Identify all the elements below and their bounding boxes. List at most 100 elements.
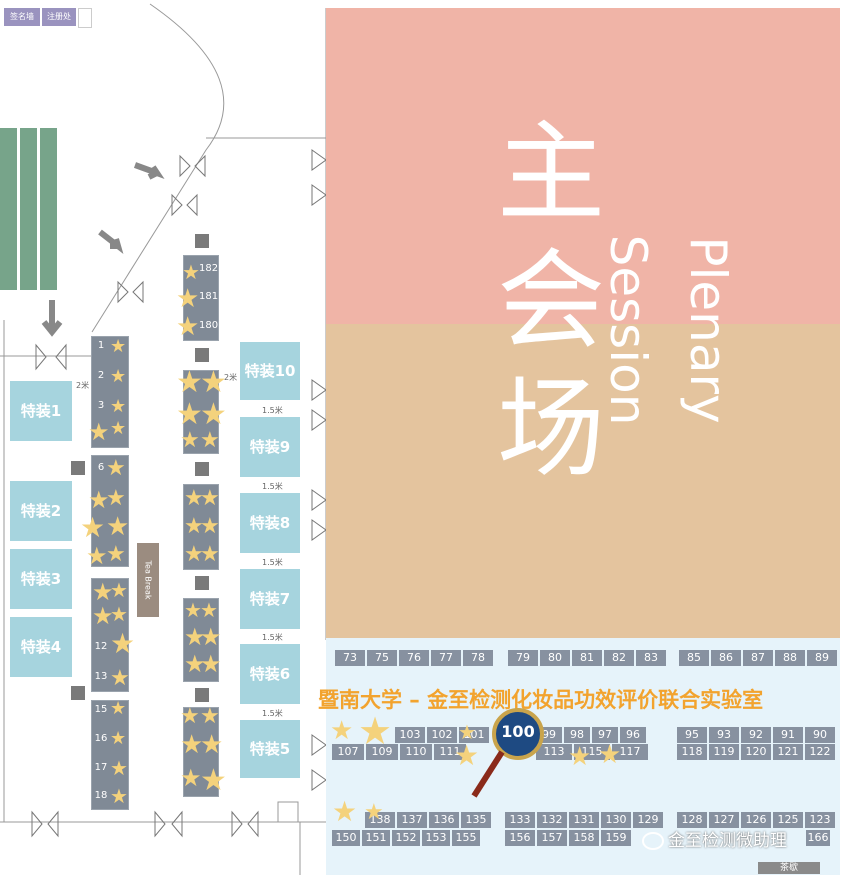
booth-153[interactable]: 153 [422, 830, 450, 846]
booth-93[interactable]: 93 [709, 727, 739, 743]
special-booth-3[interactable]: 特装3 [10, 549, 72, 609]
booth-92[interactable]: 92 [741, 727, 771, 743]
booth-number[interactable]: 17 [94, 762, 108, 773]
booth-number[interactable]: 16 [94, 733, 108, 744]
special-booth-10[interactable]: 特装10 [240, 342, 300, 400]
booth-125[interactable]: 125 [773, 812, 803, 828]
booth-135[interactable]: 135 [461, 812, 491, 828]
star-marker: ★ [200, 428, 220, 453]
booth-76[interactable]: 76 [399, 650, 429, 666]
booth-121[interactable]: 121 [773, 744, 803, 760]
booth-number[interactable]: 182 [199, 263, 219, 274]
special-booth-1[interactable]: 特装1 [10, 381, 72, 441]
special-booth-9[interactable]: 特装9 [240, 417, 300, 477]
star-marker: ★ [200, 598, 218, 622]
booth-85[interactable]: 85 [679, 650, 709, 666]
booth-130[interactable]: 130 [601, 812, 631, 828]
booth-86[interactable]: 86 [711, 650, 741, 666]
booth-91[interactable]: 91 [773, 727, 803, 743]
booth-78[interactable]: 78 [463, 650, 493, 666]
booth-101[interactable]: 101 [459, 727, 489, 743]
booth-157[interactable]: 157 [537, 830, 567, 846]
booth-152[interactable]: 152 [392, 830, 420, 846]
booth-133[interactable]: 133 [505, 812, 535, 828]
booth-138[interactable]: 138 [365, 812, 395, 828]
booth-number[interactable]: 12 [94, 641, 108, 652]
booth-90[interactable]: 90 [805, 727, 835, 743]
booth-107[interactable]: 107 [332, 744, 364, 760]
booth-128[interactable]: 128 [677, 812, 707, 828]
booth-102[interactable]: 102 [427, 727, 457, 743]
booth-137[interactable]: 137 [397, 812, 427, 828]
booth-155[interactable]: 155 [452, 830, 480, 846]
booth-113[interactable]: 113 [536, 744, 572, 760]
pillar [71, 686, 85, 700]
star-marker: ★ [110, 784, 128, 808]
booth-number[interactable]: 180 [199, 320, 219, 331]
center-booth-column-b [183, 370, 219, 454]
booth-159[interactable]: 159 [601, 830, 631, 846]
booth-73[interactable]: 73 [335, 650, 365, 666]
pillar [195, 576, 209, 590]
booth-150[interactable]: 150 [332, 830, 360, 846]
booth-127[interactable]: 127 [709, 812, 739, 828]
booth-number[interactable]: 15 [94, 704, 108, 715]
booth-89[interactable]: 89 [807, 650, 837, 666]
booth-126[interactable]: 126 [741, 812, 771, 828]
star-marker: ★ [110, 627, 136, 660]
booth-117[interactable]: 117 [612, 744, 648, 760]
booth-132[interactable]: 132 [537, 812, 567, 828]
booth-81[interactable]: 81 [572, 650, 602, 666]
special-booth-2[interactable]: 特装2 [10, 481, 72, 541]
star-marker: ★ [106, 456, 126, 481]
booth-97[interactable]: 97 [592, 727, 618, 743]
booth-122[interactable]: 122 [805, 744, 835, 760]
special-booth-6[interactable]: 特装6 [240, 644, 300, 704]
booth-number[interactable]: 2 [97, 370, 105, 381]
booth-111[interactable]: 111 [434, 744, 466, 760]
special-booth-5[interactable]: 特装5 [240, 720, 300, 778]
booth-75[interactable]: 75 [367, 650, 397, 666]
booth-156[interactable]: 156 [505, 830, 535, 846]
pillar [71, 461, 85, 475]
booth-87[interactable]: 87 [743, 650, 773, 666]
booth-number[interactable]: 6 [97, 462, 105, 473]
booth-number[interactable]: 3 [97, 400, 105, 411]
booth-131[interactable]: 131 [569, 812, 599, 828]
booth-119[interactable]: 119 [709, 744, 739, 760]
booth-98[interactable]: 98 [564, 727, 590, 743]
booth-129[interactable]: 129 [633, 812, 663, 828]
booth-115[interactable]: 115 [574, 744, 610, 760]
booth-136[interactable]: 136 [429, 812, 459, 828]
booth-number[interactable]: 18 [94, 790, 108, 801]
booth-166[interactable]: 166 [806, 830, 830, 846]
booth-88[interactable]: 88 [775, 650, 805, 666]
booth-77[interactable]: 77 [431, 650, 461, 666]
booth-123[interactable]: 123 [805, 812, 835, 828]
star-marker: ★ [184, 542, 204, 567]
booth-110[interactable]: 110 [400, 744, 432, 760]
special-booth-4[interactable]: 特装4 [10, 617, 72, 677]
booth-151[interactable]: 151 [362, 830, 390, 846]
booth-103[interactable]: 103 [395, 727, 425, 743]
booth-number[interactable]: 1 [97, 340, 105, 351]
booth-80[interactable]: 80 [540, 650, 570, 666]
booth-120[interactable]: 120 [741, 744, 771, 760]
special-booth-8[interactable]: 特装8 [240, 493, 300, 553]
booth-96[interactable]: 96 [620, 727, 646, 743]
booth-79[interactable]: 79 [508, 650, 538, 666]
booth-82[interactable]: 82 [604, 650, 634, 666]
booth-118[interactable]: 118 [677, 744, 707, 760]
booth-95[interactable]: 95 [677, 727, 707, 743]
star-marker: ★ [176, 365, 203, 400]
booth-158[interactable]: 158 [569, 830, 599, 846]
booth-number[interactable]: 181 [199, 291, 219, 302]
spacing-label: 1.5米 [262, 406, 283, 415]
star-marker: ★ [200, 542, 220, 567]
booth-number[interactable]: 13 [94, 671, 108, 682]
highlight-booth-number[interactable]: 100 [501, 722, 535, 741]
star-marker: ★ [180, 764, 202, 792]
booth-109[interactable]: 109 [366, 744, 398, 760]
special-booth-7[interactable]: 特装7 [240, 569, 300, 629]
booth-83[interactable]: 83 [636, 650, 666, 666]
